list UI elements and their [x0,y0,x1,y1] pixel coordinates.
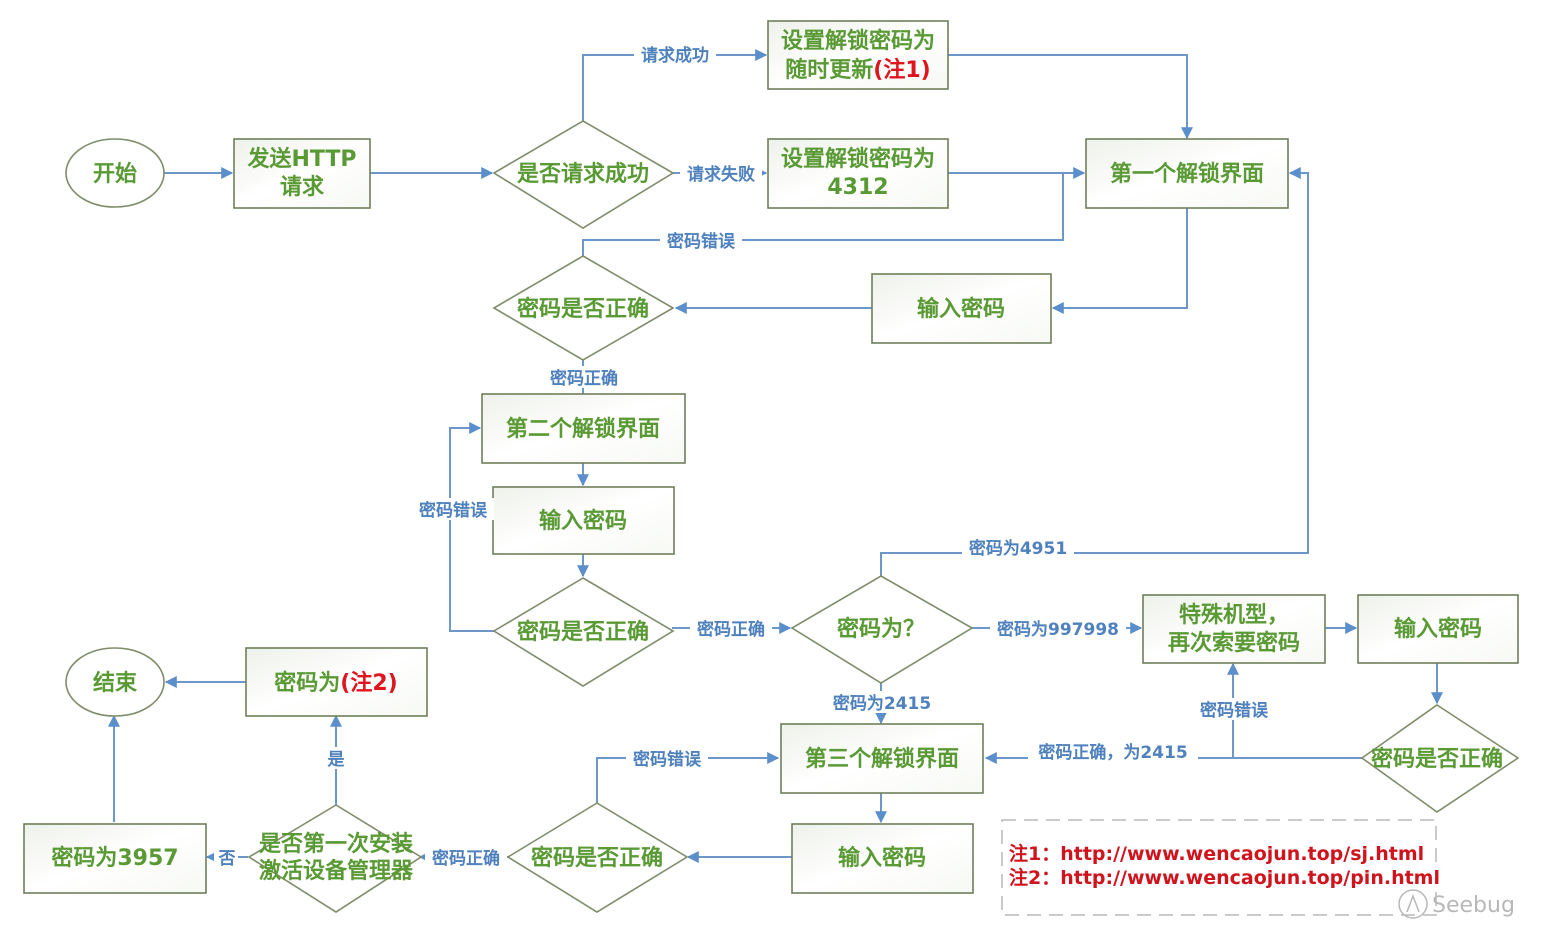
first-install-label-2: 激活设备管理器 [259,858,414,884]
check-3-label: 密码是否正确 [531,845,663,871]
seebug-logo-icon [1398,889,1428,919]
edge-pwd-4951 [880,167,1309,576]
svg-text:随时更新(注1): 随时更新(注1) [785,57,930,83]
label-correct-3: 密码正确 [432,848,500,869]
input-password-special-node: 输入密码 [1357,594,1519,664]
input-password-1-node: 输入密码 [871,273,1052,344]
label-wrong-3: 密码错误 [633,749,702,770]
label-correct-special: 密码正确，为2415 [1038,742,1187,763]
check-password-3-decision: 密码是否正确 [506,802,689,913]
edge-check3-wrong [596,752,780,803]
input-2-label: 输入密码 [539,508,627,534]
svg-text:密码为(注2): 密码为(注2) [274,670,397,696]
password-value-label: 密码为？ [837,616,925,642]
note1-ref: (注1) [873,57,930,83]
password-3957-label: 密码为3957 [51,845,178,871]
set-random-password-node: 设置解锁密码为 随时更新(注1) [767,20,949,90]
label-pwd-2415: 密码为2415 [833,693,931,714]
note2-ref: (注2) [340,670,397,696]
input-special-label: 输入密码 [1394,616,1482,642]
check-1-label: 密码是否正确 [517,296,649,322]
unlock-3-label: 第三个解锁界面 [805,746,959,772]
label-request-success: 请求成功 [641,45,709,66]
edge-check1-wrong [582,173,1064,256]
password-value-decision: 密码为？ [790,575,974,684]
request-success-decision: 是否请求成功 [492,120,675,229]
label-pwd-997998: 密码为997998 [997,619,1119,640]
start-node: 开始 [65,138,165,208]
first-install-label-1: 是否第一次安装 [259,831,413,857]
edge-check2-wrong [449,422,495,632]
check-password-2-decision: 密码是否正确 [492,577,675,687]
label-request-fail: 请求失败 [687,164,755,185]
label-wrong-2: 密码错误 [419,500,488,521]
edge-random-to-unlock1 [948,54,1193,140]
send-http-node: 发送HTTP 请求 [233,138,371,209]
check-2-label: 密码是否正确 [517,619,649,645]
check-password-1-decision: 密码是否正确 [492,255,675,361]
unlock-screen-2-node: 第二个解锁界面 [481,393,686,464]
password-note2-node: 密码为(注2) [245,647,428,717]
input-3-label: 输入密码 [838,845,926,871]
password-note2-label: 密码为 [274,670,340,696]
watermark-text: Seebug [1432,893,1515,918]
set-random-label-2: 随时更新 [785,57,873,83]
check-password-special-decision: 密码是否正确 [1360,704,1520,813]
unlock-screen-1-node: 第一个解锁界面 [1085,138,1289,209]
edge-labels: 请求成功 请求失败 密码错误 密码正确 密码错误 密码正确 密码为4951 密码… [214,43,1276,869]
request-success-label: 是否请求成功 [517,161,649,187]
set-4312-node: 设置解锁密码为 4312 [767,138,949,209]
set-4312-label-1: 设置解锁密码为 [781,146,935,172]
input-password-3-node: 输入密码 [791,823,974,894]
special-model-label-1: 特殊机型， [1179,602,1289,628]
input-1-label: 输入密码 [917,296,1005,322]
notes-box: 注1：http://www.wencaojun.top/sj.html 注2：h… [1001,819,1440,916]
end-label: 结束 [93,670,138,696]
input-password-2-node: 输入密码 [492,486,675,555]
start-label: 开始 [93,161,137,187]
send-http-label-2: 请求 [280,174,324,200]
seebug-watermark: Seebug [1398,889,1515,919]
password-3957-node: 密码为3957 [23,823,207,894]
label-no: 否 [218,849,236,869]
unlock-1-label: 第一个解锁界面 [1110,161,1264,187]
check-special-label: 密码是否正确 [1371,746,1503,772]
special-model-node: 特殊机型， 再次索要密码 [1142,594,1326,664]
label-wrong-1: 密码错误 [667,231,736,252]
label-correct-2: 密码正确 [697,619,765,640]
special-model-label-2: 再次索要密码 [1168,630,1300,656]
unlock-screen-3-node: 第三个解锁界面 [780,723,984,794]
label-yes: 是 [328,750,345,770]
edge-unlock1-to-input1 [1051,208,1188,314]
first-install-decision: 是否第一次安装 激活设备管理器 [247,804,423,913]
set-4312-label-2: 4312 [827,175,888,200]
note-2: 注2：http://www.wencaojun.top/pin.html [1009,866,1440,889]
unlock-2-label: 第二个解锁界面 [506,416,660,442]
label-correct-1: 密码正确 [550,368,618,389]
note-1: 注1：http://www.wencaojun.top/sj.html [1009,842,1424,865]
label-pwd-4951: 密码为4951 [969,538,1067,559]
send-http-label-1: 发送HTTP [246,146,356,172]
end-node: 结束 [65,647,165,717]
set-random-label-1: 设置解锁密码为 [781,28,935,54]
label-wrong-special: 密码错误 [1200,700,1269,721]
